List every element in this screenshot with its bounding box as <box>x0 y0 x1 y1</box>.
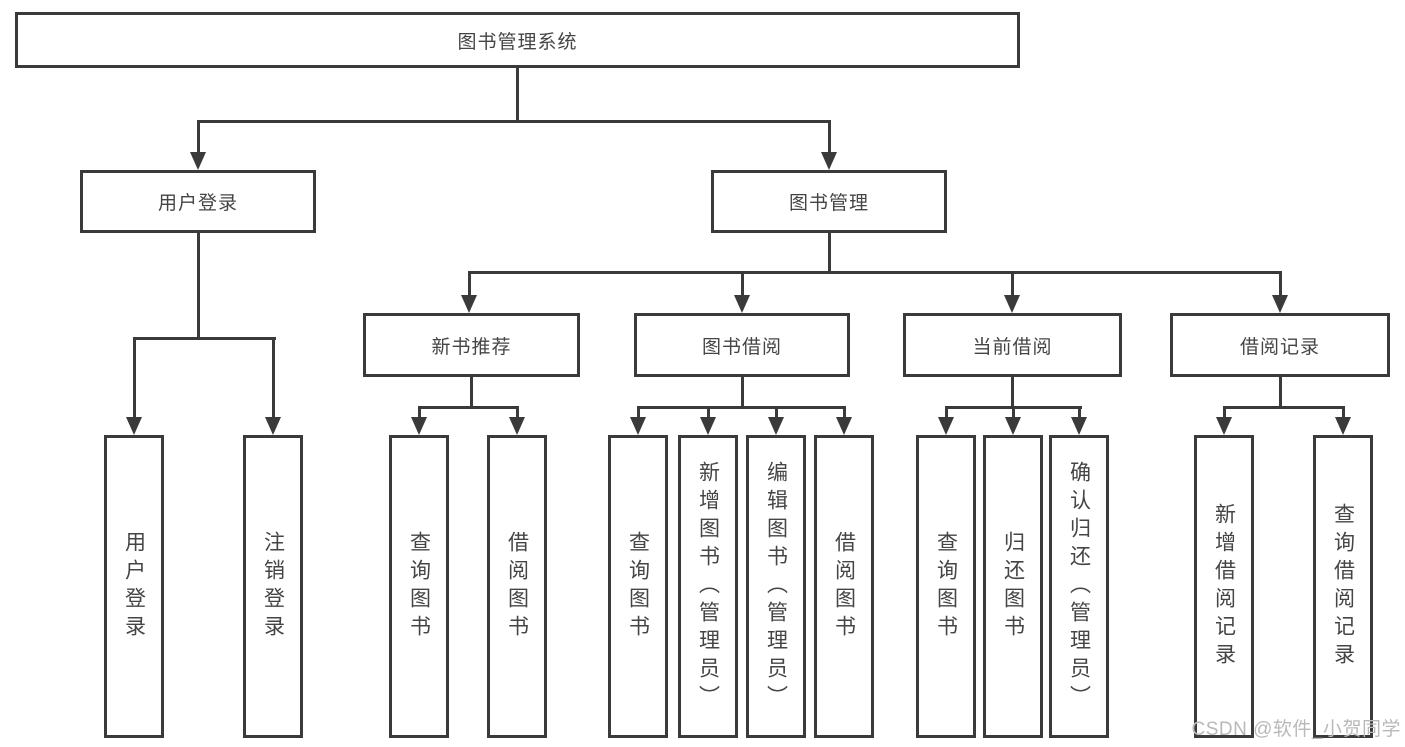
arrow-down-icon <box>461 295 477 313</box>
leaf-add-books-admin: 新增图书（管理员） <box>678 435 738 738</box>
connector-drop <box>1078 406 1081 420</box>
connector-current-borrow-stem <box>1011 377 1014 409</box>
node-current-borrow: 当前借阅 <box>903 313 1122 377</box>
arrow-down-icon <box>1005 417 1021 435</box>
leaf-label: 查询图书 <box>934 530 958 643</box>
arrow-down-icon <box>1216 417 1232 435</box>
leaf-query-borrow-record: 查询借阅记录 <box>1313 435 1373 738</box>
connector-drop-book-borrow <box>741 271 744 298</box>
leaf-label: 查询图书 <box>407 530 431 643</box>
connector-drop-book-management <box>828 120 831 155</box>
node-book-management: 图书管理 <box>711 170 947 233</box>
connector-user-login-stem <box>197 233 200 340</box>
connector-drop-leaf-logout <box>272 337 275 420</box>
node-library-system: 图书管理系统 <box>15 12 1020 68</box>
connector-borrow-records-stem <box>1279 377 1282 409</box>
connector-drop <box>945 406 948 420</box>
node-user-login: 用户登录 <box>80 170 316 233</box>
leaf-borrow-books: 借阅图书 <box>814 435 874 738</box>
connector-drop-current-borrow <box>1011 271 1014 298</box>
leaf-query-books-borrow: 查询图书 <box>608 435 668 738</box>
arrow-down-icon <box>734 295 750 313</box>
connector-drop <box>843 406 846 420</box>
connector-drop-user-login <box>197 120 200 155</box>
connector-drop <box>637 406 640 420</box>
leaf-query-books-recommend: 查询图书 <box>389 435 449 738</box>
leaf-label: 编辑图书（管理员） <box>764 460 788 713</box>
arrow-down-icon <box>821 152 837 170</box>
connector-drop <box>418 406 421 420</box>
connector-drop <box>1223 406 1226 420</box>
arrow-down-icon <box>836 417 852 435</box>
connector-root-rail <box>197 120 831 123</box>
arrow-down-icon <box>938 417 954 435</box>
connector-drop <box>1342 406 1345 420</box>
leaf-borrow-books-recommend: 借阅图书 <box>487 435 547 738</box>
arrow-down-icon <box>509 417 525 435</box>
connector-book-borrow-stem <box>741 377 744 409</box>
leaf-label: 查询图书 <box>626 530 650 643</box>
node-new-book-recommend: 新书推荐 <box>363 313 580 377</box>
arrow-down-icon <box>126 417 142 435</box>
leaf-label: 用户登录 <box>122 530 146 643</box>
leaf-label: 借阅图书 <box>832 530 856 643</box>
connector-new-book-rail <box>418 406 519 409</box>
connector-book-borrow-rail <box>637 406 846 409</box>
csdn-watermark: CSDN @软件_小贺同学 <box>1191 719 1401 740</box>
leaf-label: 确认归还（管理员） <box>1067 460 1091 713</box>
connector-drop <box>775 406 778 420</box>
leaf-query-books-current: 查询图书 <box>916 435 976 738</box>
leaf-label: 注销登录 <box>261 530 285 643</box>
leaf-add-borrow-record: 新增借阅记录 <box>1194 435 1254 738</box>
connector-new-book-stem <box>470 377 473 409</box>
leaf-logout-login: 注销登录 <box>243 435 303 738</box>
arrow-down-icon <box>1071 417 1087 435</box>
connector-root-stem <box>516 68 519 123</box>
leaf-label: 归还图书 <box>1001 530 1025 643</box>
connector-drop <box>1012 406 1015 420</box>
arrow-down-icon <box>190 152 206 170</box>
connector-drop-leaf-login <box>133 337 136 420</box>
connector-book-management-stem <box>828 233 831 274</box>
connector-user-login-rail <box>133 337 276 340</box>
leaf-label: 新增图书（管理员） <box>696 460 720 713</box>
connector-book-management-rail <box>468 271 1282 274</box>
node-borrow-records: 借阅记录 <box>1170 313 1390 377</box>
arrow-down-icon <box>1335 417 1351 435</box>
arrow-down-icon <box>265 417 281 435</box>
arrow-down-icon <box>411 417 427 435</box>
connector-drop <box>516 406 519 420</box>
arrow-down-icon <box>630 417 646 435</box>
leaf-return-books: 归还图书 <box>983 435 1043 738</box>
arrow-down-icon <box>700 417 716 435</box>
leaf-label: 借阅图书 <box>505 530 529 643</box>
connector-borrow-records-rail <box>1223 406 1345 409</box>
connector-drop-borrow-records <box>1279 271 1282 298</box>
leaf-edit-books-admin: 编辑图书（管理员） <box>746 435 806 738</box>
leaf-label: 新增借阅记录 <box>1212 502 1236 671</box>
arrow-down-icon <box>768 417 784 435</box>
arrow-down-icon <box>1272 295 1288 313</box>
connector-drop-new-book <box>468 271 471 298</box>
connector-drop <box>707 406 710 420</box>
arrow-down-icon <box>1004 295 1020 313</box>
leaf-confirm-return-admin: 确认归还（管理员） <box>1049 435 1109 738</box>
leaf-label: 查询借阅记录 <box>1331 502 1355 671</box>
node-book-borrow: 图书借阅 <box>634 313 850 377</box>
leaf-user-login: 用户登录 <box>104 435 164 738</box>
